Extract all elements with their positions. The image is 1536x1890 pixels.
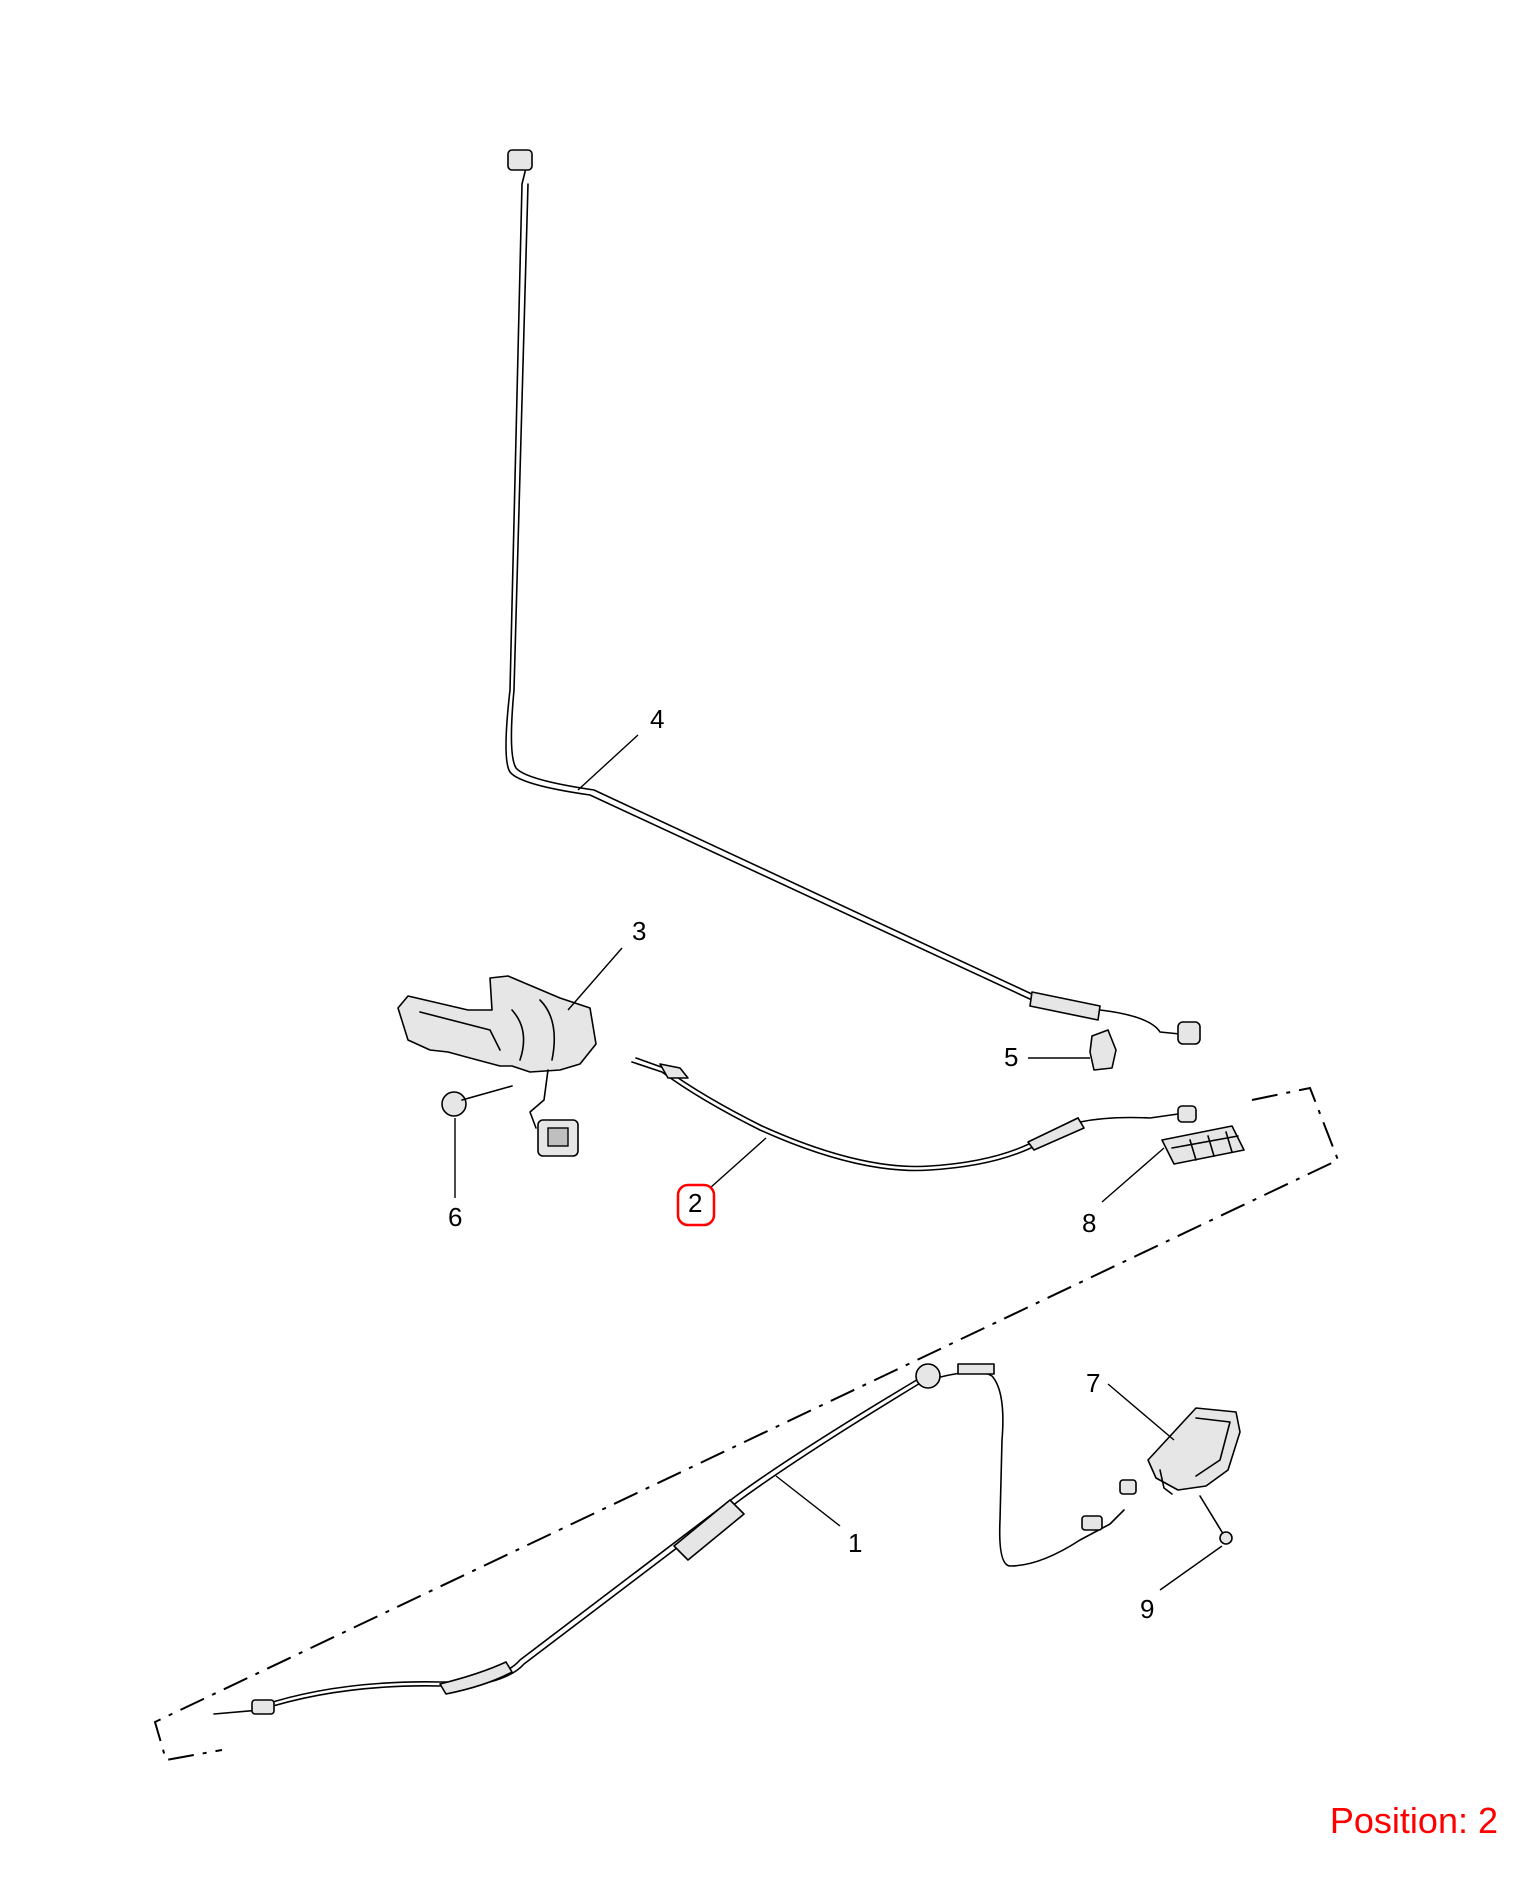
callout-4[interactable]: 4 — [650, 704, 664, 734]
cable-end-fitting — [659, 1063, 689, 1079]
callout-2[interactable]: 2 — [688, 1188, 702, 1218]
part-2-release-cable[interactable] — [631, 1057, 1197, 1172]
callout-1[interactable]: 1 — [848, 1528, 862, 1558]
callout-7[interactable]: 7 — [1086, 1368, 1100, 1398]
leader-4 — [577, 734, 639, 791]
leader-1 — [775, 1475, 841, 1527]
part-8-pad[interactable] — [1161, 1125, 1245, 1165]
callout-3[interactable]: 3 — [632, 916, 646, 946]
part-5-clip[interactable] — [1089, 1029, 1117, 1071]
cable-end-clip-top — [507, 149, 533, 171]
leader-3 — [567, 947, 623, 1011]
cable-sleeve — [1027, 1117, 1085, 1151]
callout-5[interactable]: 5 — [1004, 1042, 1018, 1072]
part-9-screw[interactable] — [1199, 1495, 1233, 1545]
part-1-lower-cable[interactable] — [213, 1363, 1137, 1715]
callout-8[interactable]: 8 — [1082, 1208, 1096, 1238]
leader-2 — [709, 1137, 767, 1189]
part-6-bolt[interactable] — [441, 1085, 513, 1117]
leader-8 — [1101, 1147, 1165, 1203]
cable-sleeve — [673, 1499, 745, 1561]
position-label: Position: 2 — [1329, 1800, 1498, 1841]
highlight-box — [676, 1183, 716, 1227]
leader-7 — [1107, 1383, 1175, 1441]
part-4-release-cable[interactable] — [505, 149, 1201, 1045]
leader-9 — [1159, 1545, 1223, 1591]
cable-sleeve-lower — [439, 1661, 513, 1695]
callout-6[interactable]: 6 — [448, 1202, 462, 1232]
cable-end-clip-right — [1177, 1021, 1201, 1045]
part-7-release-handle[interactable] — [1147, 1407, 1241, 1495]
callout-9[interactable]: 9 — [1140, 1594, 1154, 1624]
part-3-hood-latch[interactable] — [397, 975, 597, 1157]
cable-sleeve — [1029, 991, 1101, 1021]
grommet — [915, 1363, 941, 1389]
assembly-boundary — [153, 1086, 1340, 1762]
